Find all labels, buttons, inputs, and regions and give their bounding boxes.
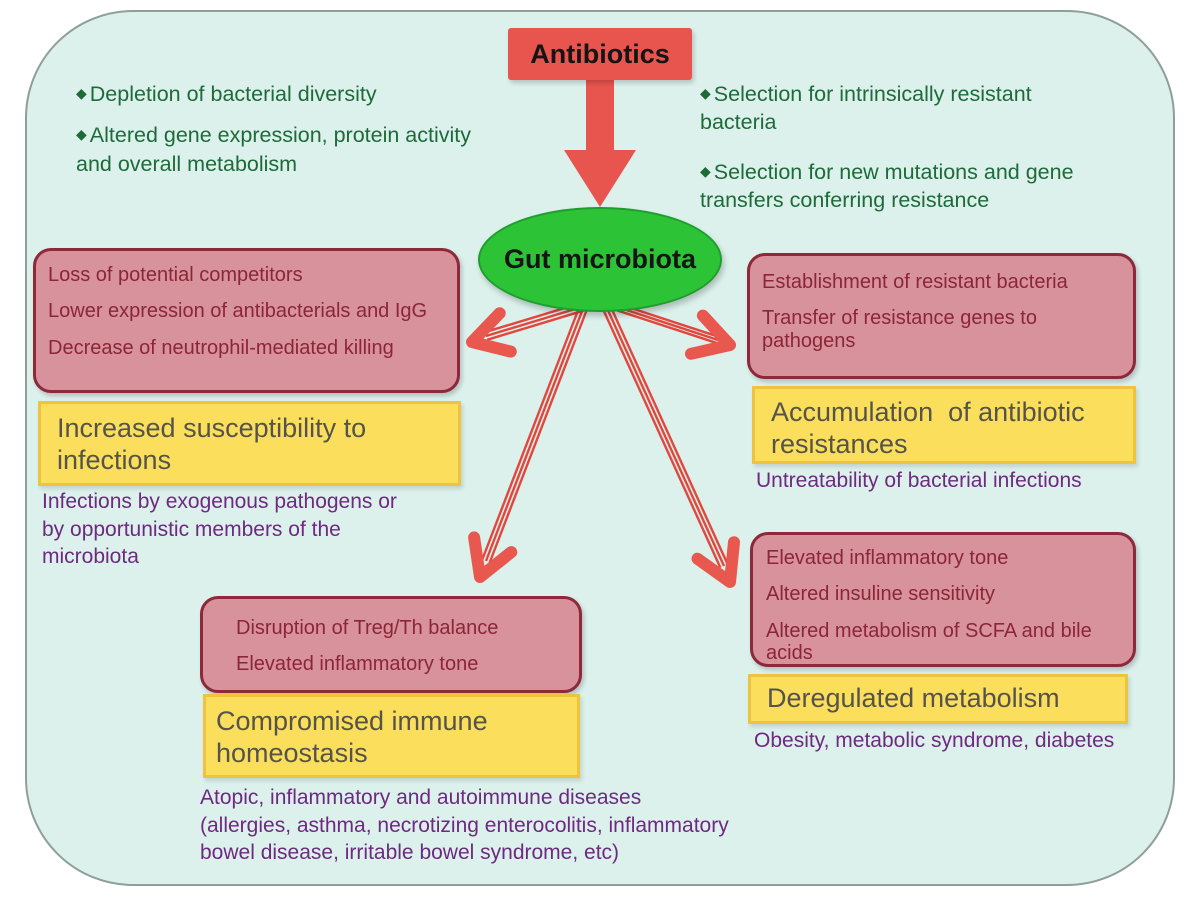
diamond-bullet-icon: ◆: [76, 85, 87, 101]
resistance-causes-box: Establishment of resistant bacteria Tran…: [747, 253, 1136, 379]
cause-text: Decrease of neutrophil-mediated killing: [48, 336, 394, 359]
detail-line: Obesity, metabolic syndrome, diabetes: [754, 729, 1115, 752]
metabolism-causes-box: Elevated inflammatory tone Altered insul…: [750, 532, 1136, 667]
metabolism-outcome-box: Deregulated metabolism: [748, 674, 1128, 724]
gut-microbiota-node: Gut microbiota: [478, 207, 722, 312]
list-item: ◆Depletion of bacterial diversity: [76, 80, 502, 108]
cause-text: Altered metabolism of SCFA and bile acid…: [766, 619, 1092, 665]
immune-outcome-box: Compromised immune homeostasis: [203, 694, 580, 778]
resistance-detail-text: Untreatability of bacterial infections: [756, 467, 1156, 495]
effect-text: Selection for intrinsically resistant ba…: [700, 82, 1032, 135]
resistance-outcome-box: Accumulation of antibiotic resistances: [752, 386, 1136, 464]
immune-detail-text: Atopic, inflammatory and autoimmune dise…: [200, 784, 840, 867]
detail-line: (allergies, asthma, necrotizing enteroco…: [200, 813, 729, 837]
cause-text: Elevated inflammatory tone: [766, 547, 1009, 569]
effect-text: Altered gene expression, protein activit…: [76, 123, 472, 176]
detail-line: bowel disease, irritable bowel syndrome,…: [200, 841, 620, 865]
immune-causes-box: Disruption of Treg/Th balance Elevated i…: [200, 596, 582, 693]
cause-text: Altered insuline sensitivity: [766, 583, 995, 606]
detail-line: Infections by exogenous pathogens or: [42, 490, 397, 513]
list-item: ◆Selection for new mutations and gene tr…: [700, 158, 1112, 215]
cause-text: Establishment of resistant bacteria: [762, 271, 1068, 293]
detail-line: microbiota: [42, 545, 139, 569]
right-effects-list: ◆Selection for intrinsically resistant b…: [700, 80, 1112, 236]
list-item: ◆Altered gene expression, protein activi…: [76, 121, 502, 178]
list-item: ◆Selection for intrinsically resistant b…: [700, 80, 1112, 137]
diamond-bullet-icon: ◆: [76, 126, 87, 143]
diamond-bullet-icon: ◆: [700, 85, 711, 101]
effect-text: Depletion of bacterial diversity: [89, 82, 377, 106]
cause-text: Transfer of resistance genes to pathogen…: [762, 307, 1037, 352]
cause-text: Elevated inflammatory tone: [236, 653, 479, 676]
left-effects-list: ◆Depletion of bacterial diversity ◆Alter…: [76, 80, 502, 191]
infection-causes-box: Loss of potential competitors Lower expr…: [33, 248, 460, 393]
metabolism-detail-text: Obesity, metabolic syndrome, diabetes: [754, 727, 1174, 755]
detail-line: Untreatability of bacterial infections: [756, 469, 1082, 492]
cause-text: Lower expression of antibacterials and I…: [48, 300, 428, 323]
detail-line: Atopic, inflammatory and autoimmune dise…: [200, 786, 642, 809]
infection-detail-text: Infections by exogenous pathogens or by …: [42, 488, 482, 571]
cause-text: Disruption of Treg/Th balance: [236, 617, 499, 639]
detail-line: by opportunistic members of the: [42, 517, 341, 541]
diamond-bullet-icon: ◆: [700, 162, 711, 179]
effect-text: Selection for new mutations and gene tra…: [700, 159, 1074, 213]
cause-text: Loss of potential competitors: [48, 264, 303, 286]
infection-outcome-box: Increased susceptibility to infections: [38, 401, 461, 486]
antibiotics-title-box: Antibiotics: [508, 28, 692, 80]
